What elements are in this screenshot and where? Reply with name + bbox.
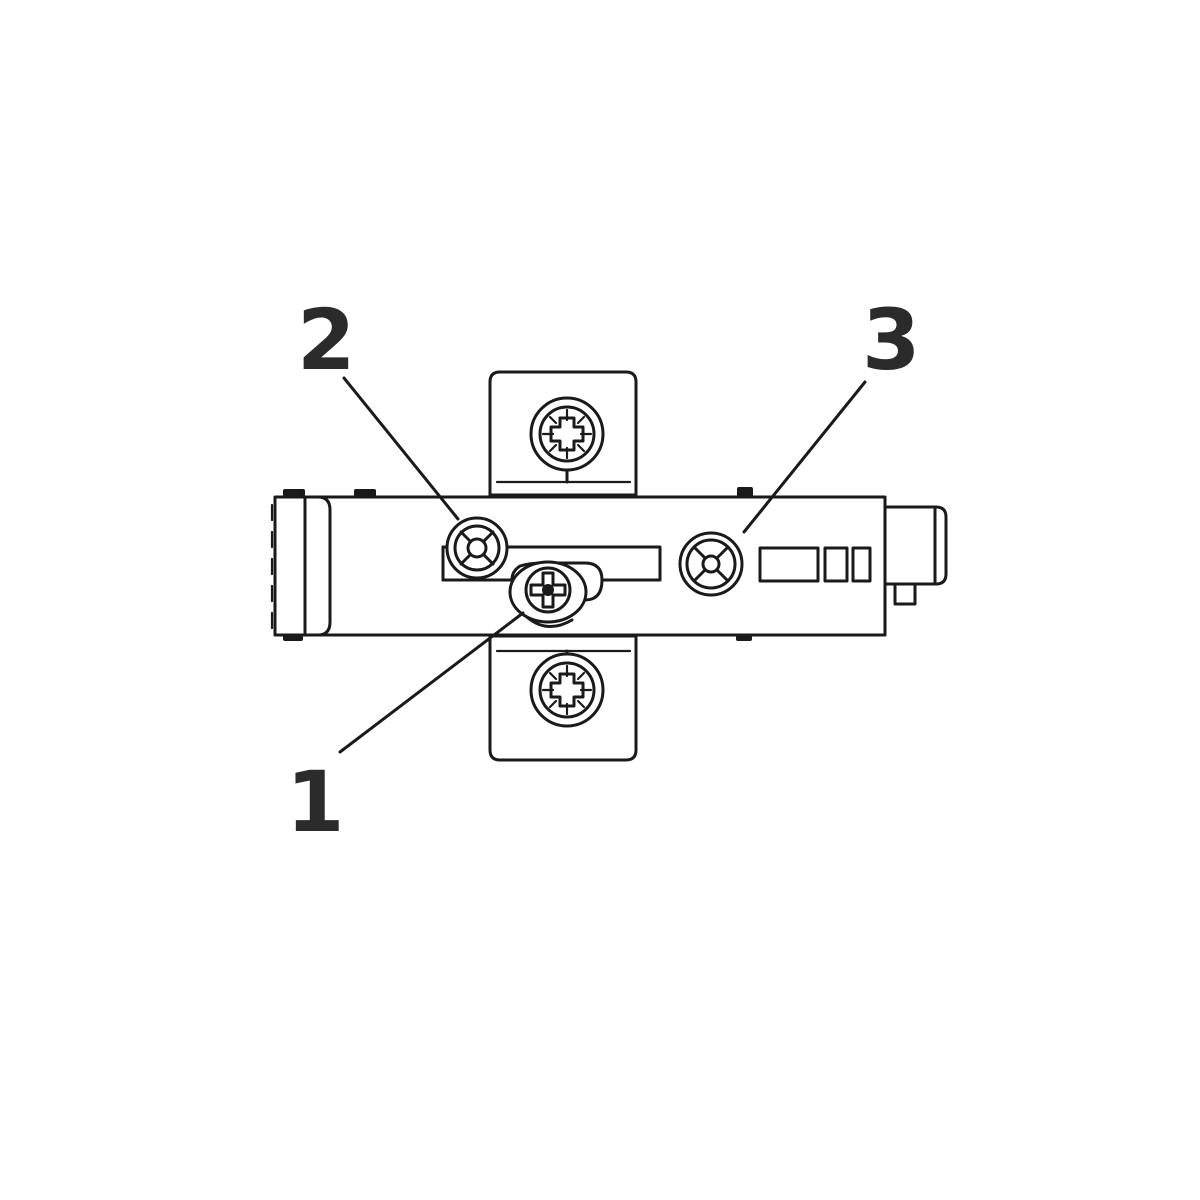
callout-label-2: 2 [297,291,355,389]
adjustment-screw-icon [445,516,509,580]
adjustment-screw-icon [678,531,744,597]
screw-icon [529,649,605,728]
hinge-arm [270,487,948,641]
callout-label-1: 1 [286,753,344,851]
screw-icon [529,396,605,484]
cam-screw-icon [508,560,604,628]
leader-lines [338,376,867,754]
callout-label-3: 3 [862,291,920,389]
